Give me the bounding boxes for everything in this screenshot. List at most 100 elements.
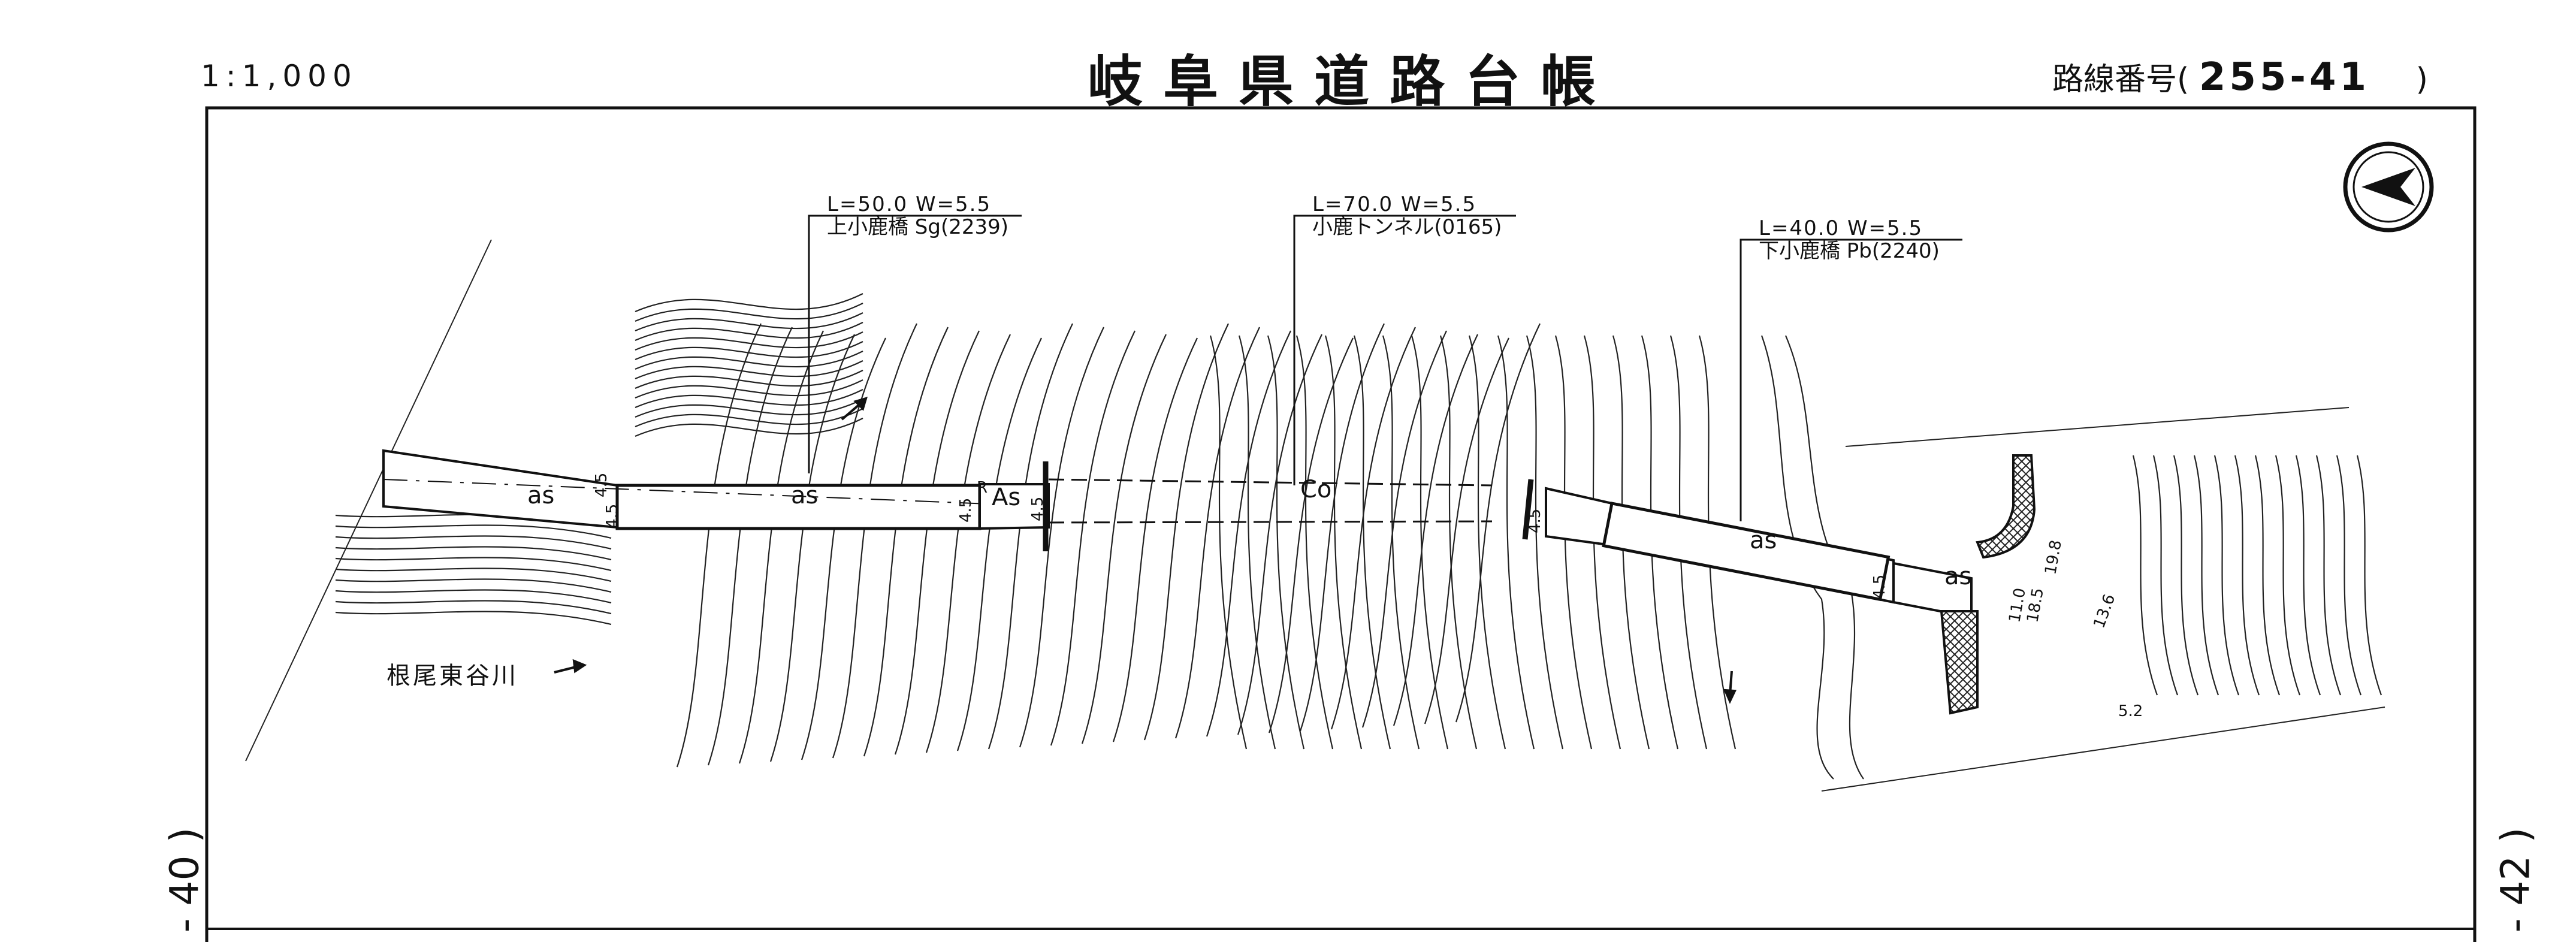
road-segment-bridge-east [979,483,1050,530]
contour-line [335,567,612,582]
contour-line [2254,455,2281,696]
contour-line [2295,455,2321,696]
contour-line [2213,455,2240,696]
terrain-contours [335,293,2382,780]
surface-label-as5: as [1944,563,1971,590]
contour-line [1583,335,1621,750]
contour-line [707,327,793,766]
route-prefix: 路線番号( [2052,62,2190,98]
callout-leader-1 [808,215,1022,473]
structure-dims: L=50.0 W=5.5 [827,192,992,216]
structure-callout-1: L=50.0 W=5.5 上小鹿橋 Sg(2239) [827,193,1008,238]
route-suffix: ) [2415,62,2428,98]
contour-line [1382,335,1420,750]
contour-line [1411,335,1449,750]
contour-line [635,351,863,370]
contour-line [987,323,1073,750]
contour-line [1268,337,1354,733]
contour-line [1353,335,1391,750]
contour-line [635,418,863,437]
contour-line [1081,334,1167,744]
contour-line [1112,337,1198,742]
contour-line [635,312,863,332]
contour-line [925,334,1011,753]
contour-line [2152,455,2179,696]
surface-label-co: Co [1300,476,1331,503]
contour-line [1174,327,1260,739]
map-extent-left [245,239,492,762]
contour-line [1050,330,1136,746]
contour-line [1295,335,1334,750]
structure-name: 小鹿トンネル(0165) [1312,215,1502,239]
contour-line [1641,335,1679,750]
side-dim-5: 5.2 [2118,702,2143,720]
contour-line [1143,323,1229,741]
contour-line [1238,335,1276,750]
contour-line [2356,455,2382,696]
contour-line [635,389,863,409]
contour-line [1330,327,1416,730]
road-centerline [382,449,2036,715]
contour-line [1237,334,1322,735]
contour-line [335,578,612,593]
contour-line [1361,330,1447,728]
contour-line [635,331,863,351]
river-bank [1760,335,1834,780]
width-label-6: 4.5 [593,473,611,497]
contour-line [2315,455,2342,696]
contour-line [635,360,863,380]
structure-dims: L=40.0 W=5.5 [1759,216,1923,240]
contour-line [635,293,863,313]
width-label-4: 4.5 [1526,509,1544,533]
surface-label-as1: as [527,482,554,509]
contour-line [1019,327,1104,748]
contour-line [635,341,863,361]
width-label-1: 4.5 [603,504,621,529]
route-number: 255-41 [2198,55,2370,99]
contour-line [635,408,863,428]
contour-line [894,330,980,755]
flow-arrow-icon [554,397,1737,704]
river-name: 根尾東谷川 [386,662,518,690]
sheet-title: 岐阜県道路台帳 [1088,50,1617,114]
structure-callout-2: L=70.0 W=5.5 小鹿トンネル(0165) [1312,193,1502,238]
contour-line [1393,334,1478,726]
road-curve-north [1976,454,2036,559]
contour-line [1209,335,1248,750]
contour-line [738,330,824,764]
contour-line [2173,455,2199,696]
map-scale: 1:1,000 [201,59,358,93]
contour-line [832,323,917,759]
width-label-2: 4.5 [957,498,975,523]
contour-line [1424,337,1509,724]
contour-line [635,398,863,418]
route-number-label: 路線番号( 255-41 ) [2052,54,2428,99]
contour-line [335,600,612,615]
road-center-line [383,479,1049,507]
rail-label-1: R [977,479,987,497]
contour-line [1439,335,1478,750]
contour-line [1468,335,1506,750]
contour-line [335,524,612,539]
surface-label-as2: as [791,482,818,509]
tunnel-edge-south [1048,520,1493,524]
contour-line [676,323,762,768]
surface-label-as3: As [992,484,1020,511]
contour-line [2132,455,2158,696]
contour-line [1669,335,1708,750]
map-extent-right [1845,407,2349,447]
contour-line [1698,335,1737,750]
contour-line [769,334,855,762]
side-dim-1: 13.6 [2090,592,2119,631]
contour-line [2336,455,2362,696]
contour-line [1324,335,1363,750]
contour-line [1455,323,1541,723]
structure-name: 上小鹿橋 Sg(2239) [827,215,1009,239]
contour-line [335,535,612,550]
north-arrow-icon [2343,141,2434,233]
contour-line [1267,335,1305,750]
contour-line [335,611,612,626]
contour-line [801,337,886,760]
